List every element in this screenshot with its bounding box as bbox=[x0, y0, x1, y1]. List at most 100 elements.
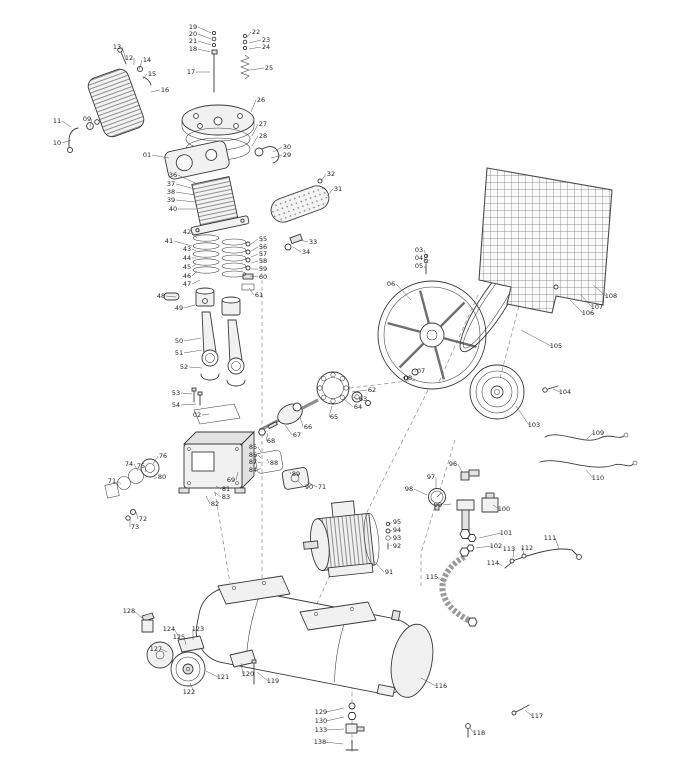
callout-39: 39 bbox=[167, 196, 175, 204]
wheels bbox=[146, 635, 257, 687]
leader-line-119 bbox=[256, 671, 269, 682]
leader-line-02 bbox=[201, 413, 210, 416]
leader-line-24 bbox=[248, 46, 262, 50]
leader-line-91 bbox=[372, 559, 385, 573]
leader-line-71 bbox=[116, 480, 122, 485]
drain-valve-parts bbox=[345, 702, 365, 751]
callout-03: 03 bbox=[415, 246, 423, 254]
callout-41: 41 bbox=[165, 237, 173, 245]
leader-line-116 bbox=[420, 677, 437, 687]
callout-33: 33 bbox=[309, 238, 317, 246]
side-cover-gasket bbox=[254, 450, 310, 490]
callout-52: 52 bbox=[180, 363, 188, 371]
callout-32: 32 bbox=[327, 170, 335, 178]
leader-line-34 bbox=[292, 246, 302, 253]
callout-114: 114 bbox=[487, 559, 499, 567]
callout-89: 89 bbox=[292, 470, 300, 478]
cylinder-barrel bbox=[190, 175, 250, 236]
callout-49: 49 bbox=[175, 304, 183, 312]
callout-133: 133 bbox=[315, 726, 327, 734]
callout-43: 43 bbox=[183, 245, 191, 253]
power-wires bbox=[539, 432, 638, 468]
leader-line-84 bbox=[257, 467, 262, 471]
callout-74: 74 bbox=[125, 460, 133, 468]
leader-line-133 bbox=[325, 728, 345, 731]
callout-36: 36 bbox=[169, 171, 177, 179]
callout-23: 23 bbox=[262, 36, 270, 44]
head-cover-muffler bbox=[87, 47, 152, 138]
callout-12: 12 bbox=[125, 54, 133, 62]
callout-13: 13 bbox=[113, 43, 121, 51]
callout-10: 10 bbox=[53, 139, 61, 147]
leader-line-112 bbox=[521, 547, 525, 555]
callout-31: 31 bbox=[334, 185, 342, 193]
leader-line-27 bbox=[251, 123, 259, 137]
callout-61: 61 bbox=[255, 291, 263, 299]
leader-line-100 bbox=[492, 504, 500, 510]
leader-line-18 bbox=[197, 48, 211, 53]
leader-line-25 bbox=[249, 67, 265, 71]
leader-line-106 bbox=[569, 299, 584, 314]
callout-34: 34 bbox=[302, 248, 310, 256]
leader-line-51 bbox=[183, 349, 203, 354]
leader-line-09 bbox=[89, 118, 93, 128]
leader-line-19 bbox=[197, 26, 212, 34]
callout-123: 123 bbox=[192, 625, 204, 633]
leader-line-117 bbox=[524, 709, 533, 717]
leader-line-124 bbox=[173, 628, 182, 641]
leader-line-26 bbox=[250, 99, 257, 113]
callout-20: 20 bbox=[189, 30, 197, 38]
leader-line-31 bbox=[326, 188, 334, 197]
callout-18: 18 bbox=[189, 45, 197, 53]
callout-40: 40 bbox=[169, 205, 177, 213]
callout-97: 97 bbox=[427, 473, 435, 481]
leader-line-85 bbox=[257, 446, 262, 453]
callout-90: 90 bbox=[305, 483, 313, 491]
callout-84: 84 bbox=[249, 466, 257, 474]
leader-line-71 bbox=[306, 481, 318, 488]
leader-line-16 bbox=[150, 89, 161, 93]
callout-120: 120 bbox=[242, 670, 254, 678]
callout-104: 104 bbox=[559, 388, 571, 396]
tank-feet bbox=[141, 612, 396, 697]
leader-line-22 bbox=[246, 31, 252, 38]
leader-line-60 bbox=[249, 275, 259, 278]
callout-24: 24 bbox=[262, 43, 270, 51]
callout-105: 105 bbox=[550, 342, 562, 350]
outlet-elbow bbox=[254, 146, 280, 164]
leader-line-110 bbox=[585, 469, 594, 479]
leader-line-01 bbox=[151, 154, 170, 159]
leader-line-80 bbox=[153, 476, 158, 480]
leader-line-99 bbox=[442, 503, 452, 506]
leader-line-07 bbox=[414, 370, 417, 373]
leader-line-61 bbox=[248, 287, 255, 296]
callout-15: 15 bbox=[148, 70, 156, 78]
leader-line-102 bbox=[475, 545, 492, 549]
callout-83: 83 bbox=[222, 493, 230, 501]
callout-09: 09 bbox=[83, 115, 91, 123]
callout-63: 63 bbox=[359, 395, 367, 403]
leader-line-06 bbox=[395, 283, 412, 301]
callout-22: 22 bbox=[252, 28, 260, 36]
leader-line-98 bbox=[413, 488, 428, 496]
leader-line-122 bbox=[189, 682, 195, 693]
leader-line-30 bbox=[272, 146, 283, 153]
head-bolt-stack-right bbox=[240, 33, 250, 80]
callout-71: 71 bbox=[318, 483, 326, 491]
leader-line-120 bbox=[240, 662, 244, 675]
leader-line-121 bbox=[205, 670, 219, 678]
callout-111: 111 bbox=[544, 534, 556, 542]
leader-line-13 bbox=[121, 46, 127, 61]
callout-44: 44 bbox=[183, 254, 191, 262]
leader-line-113 bbox=[512, 548, 515, 558]
leader-line-52 bbox=[188, 366, 203, 369]
leader-line-92 bbox=[389, 544, 393, 547]
callout-93: 93 bbox=[393, 534, 401, 542]
leader-line-38 bbox=[175, 191, 196, 196]
callout-66: 66 bbox=[304, 423, 312, 431]
tank-hardware bbox=[465, 704, 530, 738]
callout-101: 101 bbox=[500, 529, 512, 537]
callout-125: 125 bbox=[173, 633, 185, 641]
leader-line-47 bbox=[191, 279, 201, 285]
